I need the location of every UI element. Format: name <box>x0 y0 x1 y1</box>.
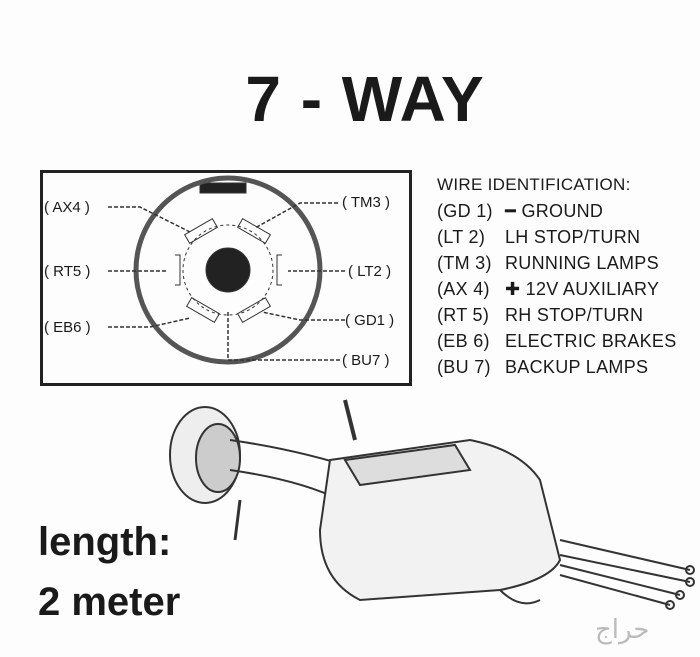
pin-rt5 <box>175 254 181 286</box>
center-pin <box>205 247 251 293</box>
label-bu7: ( BU7 ) <box>342 352 390 369</box>
label-lt2: ( LT2 ) <box>348 263 392 280</box>
connector-face-box <box>40 170 412 386</box>
length-value: 2 meter <box>38 580 181 624</box>
wire-heading: WIRE IDENTIFICATION: <box>437 175 631 194</box>
wire-row: (TM 3)RUNNING LAMPS <box>437 253 659 273</box>
label-eb6: ( EB6 ) <box>44 319 91 336</box>
wire-row: (GD 1)━ GROUND <box>437 201 604 221</box>
wire-row: (RT 5)RH STOP/TURN <box>437 305 644 325</box>
length-label: length: <box>38 520 172 564</box>
wire-row: (BU 7)BACKUP LAMPS <box>437 357 649 377</box>
label-gd1: ( GD1 ) <box>345 312 395 329</box>
watermark: حراج <box>595 615 650 645</box>
pin-gd1 <box>236 296 272 324</box>
wire-row: (LT 2)LH STOP/TURN <box>437 227 641 247</box>
page-title: 7 - WAY <box>245 63 485 135</box>
pin-ax4 <box>183 217 219 245</box>
pin-eb6 <box>185 296 221 324</box>
plug-illustration <box>169 399 695 610</box>
pin-lt2 <box>276 254 282 286</box>
connector-key <box>199 182 247 194</box>
label-tm3: ( TM3 ) <box>342 194 391 211</box>
label-rt5: ( RT5 ) <box>44 263 91 280</box>
wire-row: (EB 6)ELECTRIC BRAKES <box>437 331 677 351</box>
wire-identification: WIRE IDENTIFICATION: (GD 1)━ GROUND (LT … <box>437 172 677 380</box>
connector-ring <box>133 175 323 365</box>
pin-tm3 <box>236 217 272 245</box>
label-ax4: ( AX4 ) <box>44 199 90 216</box>
wire-row: (AX 4)✚ 12V AUXILIARY <box>437 279 660 299</box>
